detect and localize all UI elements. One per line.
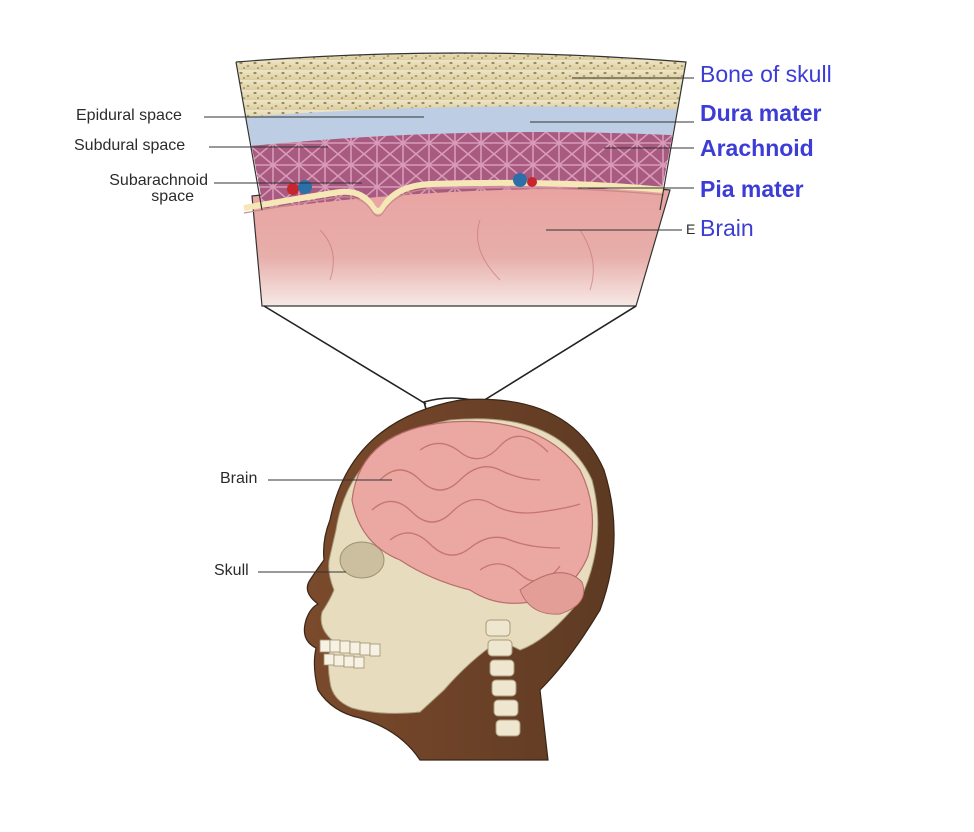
meninges-cross-section	[235, 52, 687, 307]
head-illustration	[303, 398, 615, 761]
label-subdural-space: Subdural space	[74, 137, 186, 154]
label-subarachnoid-line1: Subarachnoid	[109, 172, 208, 189]
leader-lines	[204, 77, 694, 573]
label-arachnoid: Arachnoid	[700, 135, 814, 161]
pia-mater-line	[243, 179, 665, 214]
teeth	[319, 639, 381, 669]
bone-layer	[236, 53, 686, 122]
label-brain-section: Brain	[700, 215, 754, 241]
label-skull: Skull	[214, 562, 249, 579]
label-brain-head: Brain	[220, 470, 258, 487]
spine	[485, 619, 521, 737]
brain-organ	[351, 420, 594, 604]
label-subarachnoid-space: Subarachnoid space	[94, 173, 208, 205]
cerebellum	[519, 572, 585, 615]
label-subarachnoid-line2: space	[151, 188, 194, 205]
label-brain-fragment: E	[686, 221, 696, 237]
eye-socket	[339, 541, 385, 579]
label-pia-mater: Pia mater	[700, 176, 804, 202]
label-dura-mater: Dura mater	[700, 100, 822, 126]
label-bone-of-skull: Bone of skull	[700, 61, 832, 87]
label-epidural-space: Epidural space	[76, 107, 182, 124]
